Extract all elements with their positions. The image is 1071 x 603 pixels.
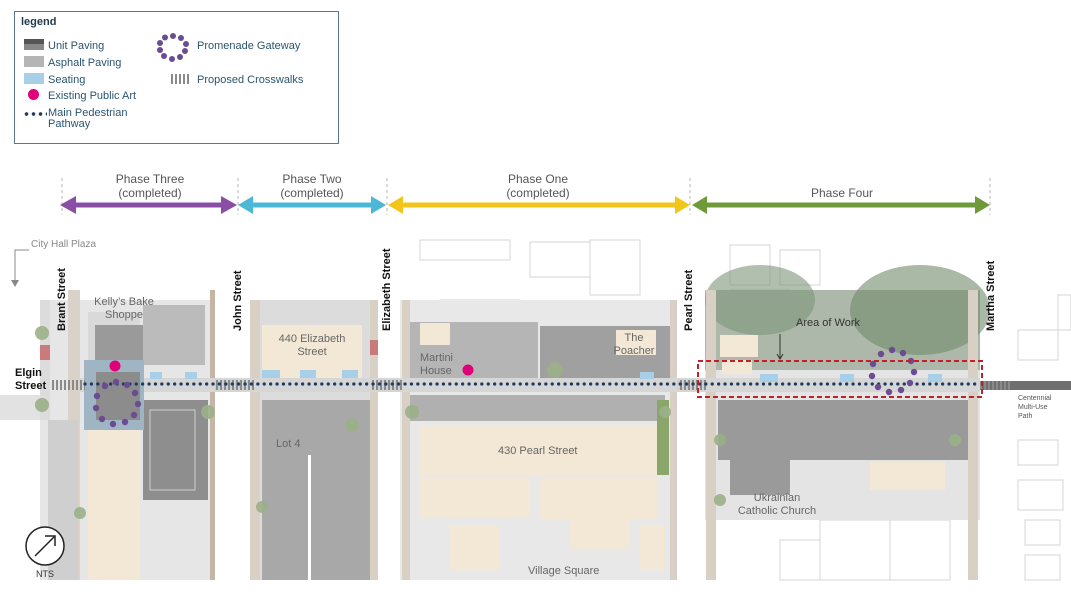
- centennial-line-1: Centennial: [1018, 395, 1052, 402]
- phase-three-arrow: [60, 196, 237, 214]
- legend-pathway-1: Main Pedestrian: [48, 107, 128, 119]
- nts-label: NTS: [36, 569, 54, 579]
- phase-three-label: Phase Three (completed): [90, 172, 210, 200]
- public-art-marker-martini: [462, 364, 474, 376]
- legend-title: legend: [21, 16, 57, 28]
- phase-one-name: Phase One: [507, 172, 569, 186]
- street-elizabeth: Elizabeth Street: [381, 248, 393, 331]
- legend-crosswalks: Proposed Crosswalks: [197, 74, 304, 86]
- public-art-marker-elgin: [109, 360, 121, 372]
- north-arrow-icon: [25, 526, 65, 566]
- elizabeth-440-line-1: 440 Elizabeth: [278, 333, 346, 345]
- lot-4-label: Lot 4: [276, 438, 301, 450]
- phase-two-status: (completed): [280, 186, 344, 200]
- legend-unit-paving: Unit Paving: [48, 40, 105, 52]
- phase-guides: [61, 178, 991, 215]
- phase-three-name: Phase Three: [115, 172, 185, 186]
- poacher-line-1: The: [624, 332, 644, 344]
- martini-line-2: House: [420, 365, 452, 377]
- centennial-line-2: Multi-Use: [1018, 404, 1048, 411]
- phase-three-status: (completed): [118, 186, 182, 200]
- city-hall-plaza-label: City Hall Plaza: [31, 239, 97, 250]
- street-elgin: Elgin Street: [15, 367, 46, 393]
- kellys-line-1: Kelly’s Bake: [94, 296, 154, 308]
- phase-one-arrow: [388, 196, 690, 214]
- phase-one-label: Phase One (completed): [478, 172, 598, 200]
- centennial-line-3: Path: [1018, 413, 1033, 420]
- martini-line-1: Martini: [420, 352, 454, 364]
- unit-paving-swatch: [24, 39, 44, 50]
- gateway-swatch-icon: [157, 33, 189, 62]
- phase-four-name: Phase Four: [810, 186, 874, 200]
- ukrainian-church-label: Ukrainian Catholic Church: [722, 492, 832, 518]
- street-elgin-2: Street: [15, 380, 47, 392]
- pathway-swatch: [23, 112, 47, 116]
- pearl-430-label: 430 Pearl Street: [498, 445, 578, 457]
- street-john: John Street: [232, 270, 244, 331]
- phase-two-arrow: [238, 196, 386, 214]
- gateway-icon-elgin: [92, 378, 142, 428]
- phase-two-name: Phase Two: [282, 172, 342, 186]
- elizabeth-440-label: 440 Elizabeth Street: [262, 333, 362, 359]
- kellys-line-2: Shoppe: [105, 309, 143, 321]
- legend-seating: Seating: [48, 74, 86, 86]
- elizabeth-440-line-2: Street: [297, 346, 327, 358]
- legend-gateway: Promenade Gateway: [197, 40, 301, 52]
- area-of-work-label: Area of Work: [796, 317, 860, 329]
- legend-public-art: Existing Public Art: [48, 90, 137, 102]
- public-art-swatch: [28, 89, 39, 100]
- street-pearl: Pearl Street: [683, 269, 695, 331]
- trees: [35, 326, 961, 519]
- church-line-1: Ukrainian: [753, 492, 801, 504]
- street-brant: Brant Street: [56, 268, 68, 331]
- street-elgin-1: Elgin: [15, 367, 42, 379]
- gateway-icon-martha: [868, 346, 918, 396]
- asphalt-swatch: [24, 56, 44, 67]
- phase-four-arrow: [692, 196, 990, 214]
- seating-marks: [150, 370, 942, 382]
- phase-one-status: (completed): [506, 186, 570, 200]
- the-poacher-label: The Poacher: [610, 332, 658, 358]
- poacher-line-2: Poacher: [613, 345, 655, 357]
- street-martha: Martha Street: [985, 260, 997, 331]
- martini-house-label: Martini House: [420, 352, 453, 378]
- village-square-label: Village Square: [528, 565, 600, 577]
- church-line-2: Catholic Church: [737, 505, 817, 517]
- city-hall-arrow-icon: [14, 249, 29, 285]
- centennial-path-label: Centennial Multi-Use Path: [1018, 394, 1051, 421]
- phase-four-label: Phase Four: [782, 186, 902, 200]
- legend: legend Unit Paving Asphalt Paving Seatin…: [14, 11, 339, 144]
- seating-swatch: [24, 73, 44, 84]
- legend-asphalt-paving: Asphalt Paving: [48, 57, 122, 69]
- phase-two-label: Phase Two (completed): [252, 172, 372, 200]
- legend-pathway-2: Pathway: [48, 118, 91, 130]
- kellys-bake-shoppe-label: Kelly’s Bake Shoppe: [85, 296, 163, 322]
- crosswalk-swatch: [171, 74, 190, 84]
